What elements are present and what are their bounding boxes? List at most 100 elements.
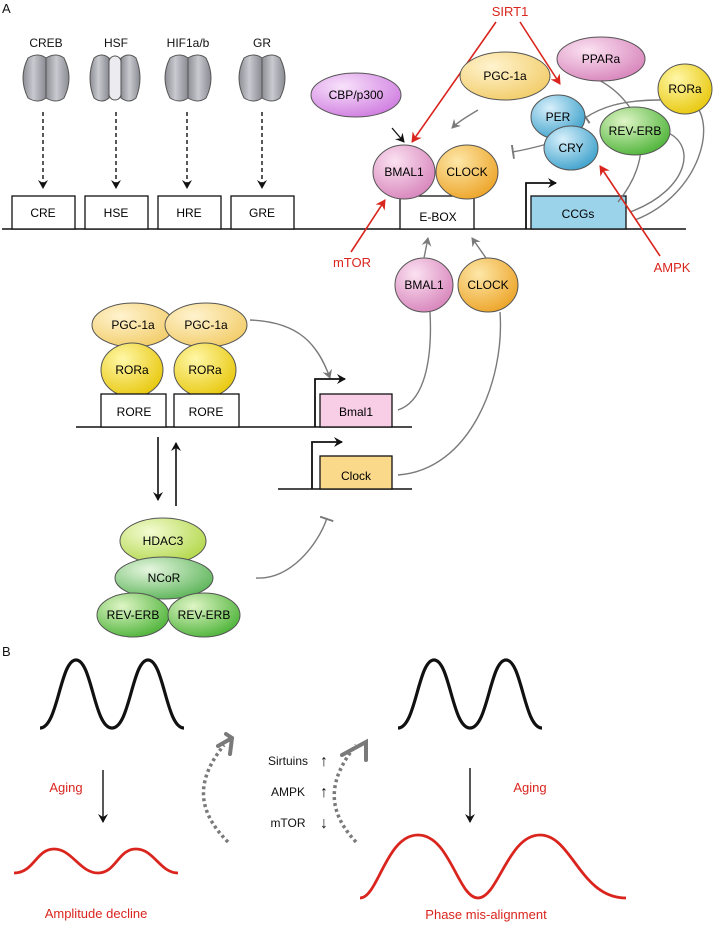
cre-label: CRE <box>30 206 55 220</box>
pgc1a-top-ellipse <box>459 51 551 101</box>
mtor-b-label: mTOR <box>270 816 305 830</box>
rora-loop-2-label: RORa <box>188 363 222 377</box>
clock-gene-label: Clock <box>341 469 372 483</box>
hdac3-label: HDAC3 <box>143 534 184 548</box>
ampk-b-label: AMPK <box>271 785 305 799</box>
pgc1a-to-bmal1-arrow <box>249 319 332 379</box>
cry-label: CRY <box>558 141 583 155</box>
mtor-down-arrow: ↓ <box>320 815 328 832</box>
ccg-inhibit-per <box>581 99 661 124</box>
hsf-protein-shape <box>89 54 141 102</box>
rora-top-label: RORa <box>668 82 702 96</box>
reverb-top-label: REV-ERB <box>609 124 662 138</box>
healthy-rhythm-right <box>397 658 543 730</box>
bmal1-gene-label: Bmal1 <box>339 405 373 419</box>
ppara-ellipse <box>556 36 646 82</box>
ncor-label: NCoR <box>148 571 181 585</box>
ampk-to-cry-arrow <box>599 165 661 257</box>
hse-label: HSE <box>104 206 129 220</box>
ebox-label: E-BOX <box>419 210 456 224</box>
clock-ebox-label: CLOCK <box>446 165 487 179</box>
ccg-feedback-reverb <box>629 129 685 213</box>
healthy-rhythm-left <box>39 658 185 730</box>
rora-top-ellipse <box>657 63 713 115</box>
tf-creb: CREB <box>22 36 70 102</box>
cry-ellipse <box>543 125 599 171</box>
ppara-label: PPARa <box>582 52 621 66</box>
panel-b-label: B <box>2 644 11 659</box>
hsf-label: HSF <box>104 36 128 50</box>
hif-protein-shape <box>164 54 212 102</box>
pgc1a-loop-2-label: PGC-1a <box>184 318 228 332</box>
restore-right-dotted-curve <box>332 743 358 844</box>
tf-hsf: HSF <box>89 36 141 102</box>
sirt1-to-per-arrow <box>519 21 561 85</box>
mtor-label: mTOR <box>333 255 371 270</box>
sirt1-to-bmal1-arrow <box>411 21 497 143</box>
bmal1-promoter-arrow <box>314 374 346 427</box>
sirtuins-label: Sirtuins <box>268 754 308 768</box>
aging-left-label: Aging <box>49 780 82 795</box>
rore-2-box <box>173 393 240 428</box>
restore-left-dotted-curve <box>201 743 230 844</box>
clock-promoter-arrow <box>311 437 343 489</box>
bmal1-gene-box <box>319 393 393 428</box>
ampk-label: AMPK <box>654 260 691 275</box>
hse-box <box>84 195 149 230</box>
phase-misalignment-wave <box>359 833 627 900</box>
bmal1-loop-label: BMAL1 <box>404 278 444 292</box>
cre-box <box>11 195 76 230</box>
clock-gene-box <box>319 455 393 490</box>
gr-protein-shape <box>238 54 286 102</box>
per-label: PER <box>546 110 571 124</box>
pgc1a-loop-1-label: PGC-1a <box>111 318 155 332</box>
ampk-up-arrow: ↑ <box>320 784 328 801</box>
rore-1-label: RORE <box>117 405 152 419</box>
pgc1a-to-ebox-arrow <box>451 109 479 129</box>
bmal1-ebox-label: BMAL1 <box>384 165 424 179</box>
restore-right-arrowhead <box>340 738 368 762</box>
tf-gr: GR <box>238 36 286 102</box>
ncor-inhibit-bmal1 <box>255 515 334 579</box>
bmal1-ebox-ellipse <box>372 144 436 200</box>
gre-label: GRE <box>249 206 275 220</box>
restore-left-arrowhead <box>216 732 235 756</box>
cbp-to-bmal1-arrow <box>391 127 405 143</box>
clock-loop-label: CLOCK <box>467 278 508 292</box>
mtor-to-bmal1-arrow <box>350 199 386 253</box>
sirtuins-up-arrow: ↑ <box>320 753 328 770</box>
rora-loop-1-label: RORa <box>115 363 149 377</box>
creb-protein-shape <box>22 54 70 102</box>
creb-label: CREB <box>29 36 62 50</box>
bmal1-gene-to-protein <box>397 311 432 411</box>
pgc1a-top-label: PGC-1a <box>483 69 527 83</box>
ccgs-label: CCGs <box>562 207 595 221</box>
reverb-top-ellipse <box>599 106 671 156</box>
gre-box <box>230 195 295 230</box>
hre-label: HRE <box>176 206 201 220</box>
gr-label: GR <box>253 36 271 50</box>
amplitude-decline-label: Amplitude decline <box>45 906 148 921</box>
ncor-ellipse <box>114 556 214 600</box>
hre-box <box>157 195 222 230</box>
aging-right-label: Aging <box>513 780 546 795</box>
panel-a-label: A <box>2 1 11 16</box>
cbp-p300-label: CBP/p300 <box>329 88 384 102</box>
tf-hif: HIF1a/b <box>164 36 212 102</box>
clock-to-ebox-arrow <box>471 237 487 259</box>
bmal1-to-ebox-arrow <box>421 237 432 259</box>
reverb-loop-2-label: REV-ERB <box>178 608 231 622</box>
rore-1-box <box>100 393 167 428</box>
ccgs-box <box>530 195 627 230</box>
reverb-loop-2-ellipse <box>167 592 241 638</box>
ccgs-promoter-arrow <box>525 178 557 229</box>
reverb-loop-1-label: REV-ERB <box>107 608 160 622</box>
ebox-box <box>399 195 475 230</box>
clock-ebox-ellipse <box>435 144 499 200</box>
cbp-p300-ellipse <box>310 72 402 118</box>
clock-loop-ellipse <box>457 257 519 313</box>
hif-label: HIF1a/b <box>167 36 210 50</box>
phase-misalignment-label: Phase mis-alignment <box>425 907 547 922</box>
clock-gene-to-protein <box>397 311 502 476</box>
